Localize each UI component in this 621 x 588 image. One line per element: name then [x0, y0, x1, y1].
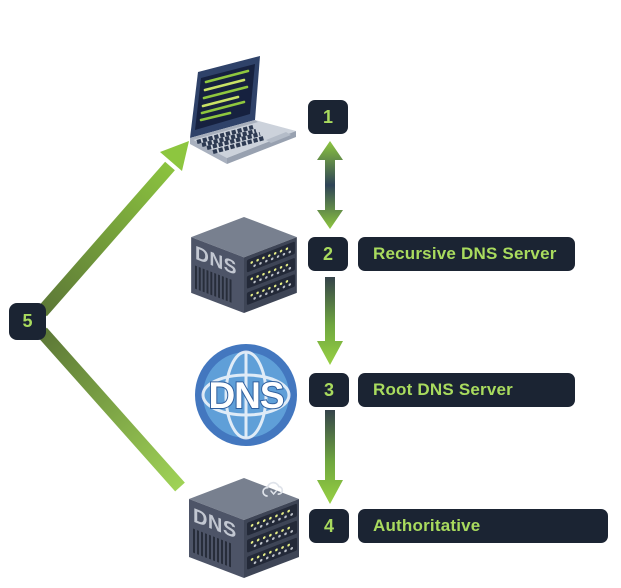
- response-line-to-client: [37, 161, 175, 317]
- step-badge-3: 3: [309, 373, 349, 407]
- cloud-icon: [262, 481, 284, 497]
- laptop-trackpad: [266, 132, 291, 143]
- step-badge-1: 1: [308, 100, 348, 134]
- recursive-dns-server-label: Recursive DNS Server: [358, 237, 575, 271]
- dns-server-icon: DNS: [191, 216, 297, 314]
- dns-globe-icon: DNS: [195, 344, 297, 446]
- response-badge-5: 5: [9, 303, 46, 340]
- arrow-root-authoritative: [317, 410, 343, 504]
- server-rack-leds: [246, 241, 295, 305]
- response-line-from-authoritative: [37, 327, 185, 492]
- laptop-icon: [190, 56, 296, 164]
- globe-dns-text: DNS: [208, 375, 283, 416]
- server-rack-leds: [247, 503, 297, 570]
- arrow-recursive-root: [317, 277, 343, 365]
- authoritative-label: Authoritative: [358, 509, 608, 543]
- step-badge-4: 4: [309, 509, 349, 543]
- laptop-keyboard-keys: [196, 124, 265, 155]
- root-dns-server-label: Root DNS Server: [358, 373, 575, 407]
- dns-cloud-server-icon: DNS: [189, 478, 299, 578]
- arrow-client-recursive: [317, 141, 343, 229]
- step-badge-2: 2: [308, 237, 348, 271]
